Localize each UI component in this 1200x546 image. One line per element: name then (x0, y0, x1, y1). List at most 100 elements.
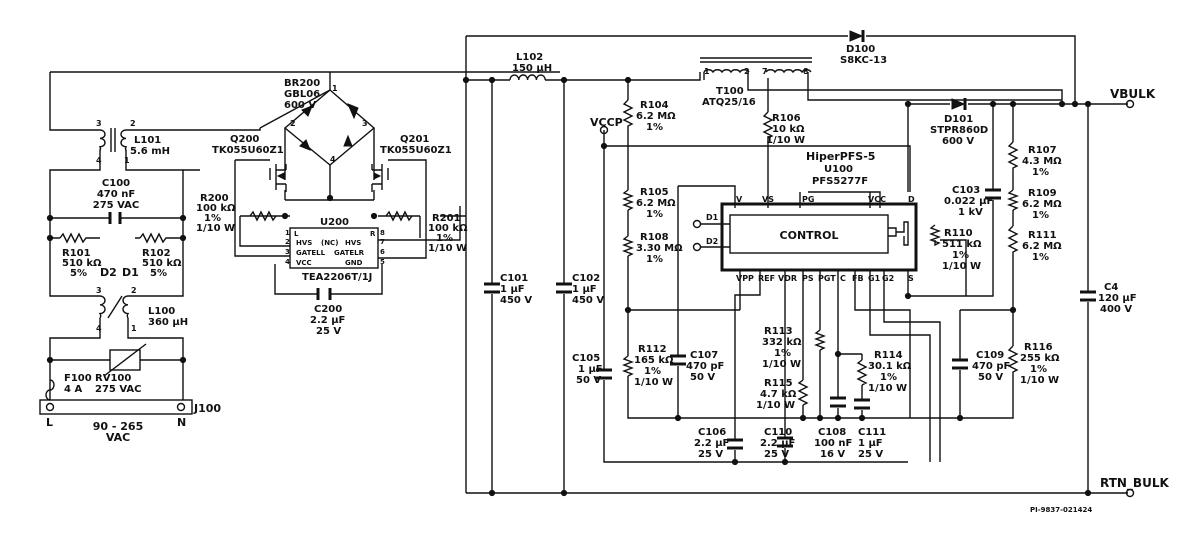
label-c109: C109 (976, 350, 1004, 361)
svg-text:510 kΩ: 510 kΩ (62, 258, 102, 269)
label-q200: Q200 (230, 134, 259, 145)
label-c110: C110 (764, 427, 792, 438)
label-d101: D101 (944, 114, 973, 125)
label-r201: R201 (432, 213, 461, 224)
res-r108 (622, 235, 634, 257)
res-r200 (249, 210, 277, 222)
svg-text:100 kΩ: 100 kΩ (428, 223, 468, 234)
svg-text:1%: 1% (774, 348, 791, 359)
cap-c4 (1080, 290, 1096, 302)
res-r101 (59, 232, 95, 244)
svg-text:1%: 1% (644, 366, 661, 377)
label-r114: R114 (874, 350, 903, 361)
svg-text:3: 3 (96, 286, 102, 295)
svg-text:1/10 W: 1/10 W (762, 359, 801, 370)
res-r105 (622, 189, 634, 211)
varistor-rv100 (103, 343, 147, 377)
svg-text:S8KC-13: S8KC-13 (840, 55, 887, 66)
label-r102: R102 (142, 248, 171, 259)
svg-text:1%: 1% (1032, 252, 1049, 263)
svg-text:1: 1 (332, 84, 338, 93)
label-c4: C4 (1104, 282, 1118, 293)
svg-text:VS: VS (762, 195, 774, 204)
fuse-f100 (45, 379, 55, 401)
label-u100: U100 (824, 164, 853, 175)
label-c107: C107 (690, 350, 718, 361)
mosfet-q200 (269, 164, 287, 192)
svg-text:2.2 µF: 2.2 µF (694, 438, 729, 449)
svg-text:VCC: VCC (868, 195, 886, 204)
svg-text:4: 4 (285, 258, 290, 266)
svg-text:4: 4 (96, 156, 102, 165)
svg-text:4.3 MΩ: 4.3 MΩ (1022, 156, 1062, 167)
line-label: L (46, 416, 53, 429)
labels: J100 L N 90 - 265 VAC F100 4 A RV100 275… (46, 44, 1169, 514)
svg-text:2: 2 (131, 286, 137, 295)
label-c102: C102 (572, 273, 600, 284)
diode-input-d1: D1 (122, 266, 139, 279)
svg-text:ATQ25/16: ATQ25/16 (702, 97, 756, 108)
cap-c106 (727, 438, 743, 450)
cap-c107 (670, 354, 686, 366)
svg-text:VPP: VPP (736, 274, 754, 283)
label-br200: BR200 (284, 78, 320, 89)
svg-text:450 V: 450 V (500, 295, 532, 306)
net-rtn-bulk: RTN_BULK (1100, 476, 1169, 491)
svg-text:GBL06: GBL06 (284, 89, 320, 100)
svg-text:1%: 1% (952, 250, 969, 261)
svg-text:600 V: 600 V (284, 100, 316, 111)
svg-text:1%: 1% (1032, 210, 1049, 221)
terminal-d1 (692, 219, 702, 229)
label-r110: R110 (944, 228, 973, 239)
svg-text:1%: 1% (646, 209, 663, 220)
label-c105: C105 (572, 353, 600, 364)
diode-d101 (951, 98, 967, 110)
label-l101: L101 (134, 135, 161, 146)
wires (49, 35, 1128, 494)
svg-text:511 kΩ: 511 kΩ (942, 239, 982, 250)
label-c111: C111 (858, 427, 886, 438)
ind-l101 (98, 128, 128, 152)
svg-text:1: 1 (131, 324, 137, 333)
label-r113: R113 (764, 326, 793, 337)
svg-text:4.7 kΩ: 4.7 kΩ (760, 389, 797, 400)
svg-text:4: 4 (96, 324, 102, 333)
label-r116: R116 (1024, 342, 1053, 353)
svg-text:3: 3 (362, 119, 368, 128)
cap-c101 (484, 282, 500, 294)
svg-text:PS: PS (802, 274, 814, 283)
svg-text:30.1 kΩ: 30.1 kΩ (868, 361, 912, 372)
svg-text:1 µF: 1 µF (500, 284, 525, 295)
svg-text:2: 2 (285, 238, 290, 246)
res-r109 (1007, 189, 1019, 211)
label-q201: Q201 (400, 134, 429, 145)
svg-text:8: 8 (803, 67, 809, 76)
svg-text:C: C (840, 274, 846, 283)
cap-c108 (830, 396, 846, 408)
label-l100: L100 (148, 306, 175, 317)
svg-text:1%: 1% (436, 233, 453, 244)
svg-text:5.6 mH: 5.6 mH (130, 146, 170, 157)
svg-text:HVS: HVS (345, 239, 361, 247)
svg-text:D2: D2 (706, 237, 718, 246)
net-vccp: VCCP (590, 116, 623, 129)
svg-text:2: 2 (290, 119, 296, 128)
res-r107 (1007, 141, 1019, 176)
svg-text:470 pF: 470 pF (686, 361, 724, 372)
label-r106: R106 (772, 113, 801, 124)
net-vbulk: VBULK (1110, 87, 1156, 101)
svg-text:50 V: 50 V (690, 372, 715, 383)
res-r106 (762, 111, 774, 142)
svg-text:4 A: 4 A (64, 384, 82, 395)
diode-d100 (849, 30, 865, 42)
svg-text:25 V: 25 V (764, 449, 789, 460)
svg-text:1%: 1% (204, 213, 221, 224)
svg-text:PG: PG (802, 195, 814, 204)
label-u100-family: HiperPFS-5 (806, 150, 875, 163)
terminal-vbulk (1125, 99, 1135, 109)
svg-text:HVS: HVS (296, 239, 312, 247)
u100-control-block (729, 214, 889, 254)
svg-text:6.2 MΩ: 6.2 MΩ (1022, 199, 1062, 210)
cap-c110 (777, 436, 793, 448)
